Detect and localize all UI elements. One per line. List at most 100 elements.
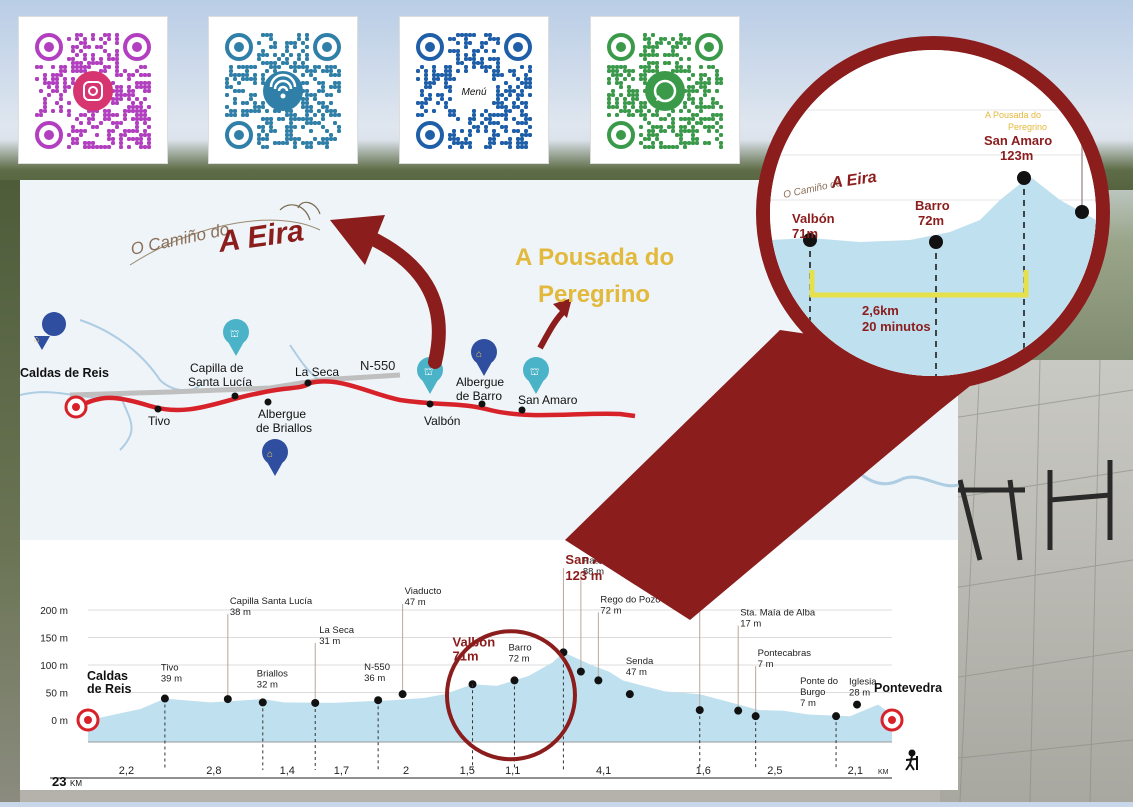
svg-text:⌂: ⌂: [267, 449, 273, 460]
segment-distance: 1,4: [280, 765, 295, 777]
label-caldas: Caldas de Reis: [20, 366, 109, 380]
arrow-to-pousada: [537, 307, 568, 350]
start-label-2: de Reis: [87, 682, 132, 696]
label-sanamaro: San Amaro: [518, 393, 578, 407]
profile-point: [695, 706, 704, 715]
road-label: N-550: [360, 358, 395, 373]
qr-finder: [123, 33, 151, 61]
zoom-pousada-1: A Pousada do: [985, 110, 1041, 120]
qr-finder: [607, 33, 635, 61]
label-briallos-1: Albergue: [258, 407, 306, 421]
point-name: Capilla Santa Lucía: [230, 596, 313, 607]
qr-finder: [225, 33, 253, 61]
segment-distance: 1,6: [696, 765, 711, 777]
start-marker: [64, 395, 88, 419]
pin-church-capilla: ⛫: [223, 319, 249, 356]
segment-distance: 2,1: [848, 765, 863, 777]
qr-finder: [416, 33, 444, 61]
qr-finder: [607, 121, 635, 149]
svg-text:⌂: ⌂: [476, 349, 482, 360]
start-label-1: Caldas: [87, 669, 128, 683]
point-name: San Caetano: [702, 557, 757, 568]
point-alt: 36 m: [364, 673, 385, 684]
qr-wifi[interactable]: [208, 16, 358, 164]
point-name: Tivo: [161, 663, 179, 674]
point-alt: 32 m: [257, 679, 278, 690]
point-name: Briallos: [257, 668, 288, 679]
zoom-pousada-2: Peregrino: [1008, 122, 1047, 132]
profile-point: [258, 698, 267, 707]
point-alt: 28 m: [849, 688, 870, 699]
zoom-time: 20 minutos: [862, 319, 931, 334]
y-tick-label: 200 m: [40, 606, 68, 617]
zoom-profile-area: [770, 178, 1096, 376]
arrow-to-logo: [358, 228, 446, 369]
profile-point: [576, 667, 585, 676]
pin-church-sanamaro: ⛫: [523, 357, 549, 394]
logo-name: A Eira: [215, 214, 305, 259]
pin-albergue-briallos: ⌂: [262, 439, 288, 476]
zoom-valbon-name: Valbón: [792, 211, 835, 226]
segment-distance: 2,5: [767, 765, 782, 777]
profile-point: [625, 690, 634, 699]
qr-instagram[interactable]: [18, 16, 168, 164]
segment-distance: 2,2: [119, 765, 134, 777]
profile-point: [510, 676, 519, 685]
dot-laseca: [304, 379, 312, 387]
qr-menu-label: Menú: [461, 87, 486, 98]
dot-briallos: [264, 398, 272, 406]
zoom-barro-alt: 72m: [918, 213, 944, 228]
highlight-circle: [444, 629, 577, 762]
eira-logo: O Camiño do A Eira: [129, 201, 321, 266]
instagram-icon: [73, 71, 113, 111]
whatsapp-icon: [645, 71, 685, 111]
segment-distance: 1,1: [505, 765, 520, 777]
point-alt: 47 m: [626, 667, 647, 678]
profile-point: [751, 712, 760, 721]
point-alt: 38 m: [230, 607, 251, 618]
point-name: Barro: [508, 642, 531, 653]
point-alt: 72 m: [600, 605, 621, 616]
qr-modules: [35, 33, 151, 149]
zoom-distance: 2,6km: [862, 303, 899, 318]
label-tivo: Tivo: [148, 414, 171, 428]
zoom-dot-valbon: [803, 233, 817, 247]
profile-point: [160, 694, 169, 703]
profile-end-marker: [880, 708, 904, 732]
profile-point: [398, 690, 407, 699]
profile-point: [223, 695, 232, 704]
point-name: Viaducto: [405, 586, 442, 597]
point-alt: 17 m: [740, 619, 761, 630]
total-unit: KM: [70, 779, 82, 788]
qr-finder: [35, 33, 63, 61]
point-name: La Seca: [319, 625, 355, 636]
zoom-sanamaro-name: San Amaro: [984, 133, 1052, 148]
pin-albergue-barro: ⌂: [471, 339, 497, 376]
profile-area: [88, 652, 892, 742]
dot-capilla: [231, 392, 239, 400]
label-laseca: La Seca: [295, 365, 339, 379]
segment-distance: 2,8: [206, 765, 221, 777]
sanamaro-name: San Amaro: [565, 552, 633, 567]
segment-distance: 4,1: [596, 765, 611, 777]
profile-point: [374, 696, 383, 705]
svg-text:⌂: ⌂: [34, 334, 39, 344]
qr-menu[interactable]: Menú: [399, 16, 549, 164]
sanamaro-alt: 123 m: [565, 568, 602, 583]
qr-whatsapp[interactable]: [590, 16, 740, 164]
svg-text:⛫: ⛫: [230, 329, 239, 340]
terrace-chairs: [955, 460, 1113, 561]
end-label: Pontevedra: [874, 681, 943, 695]
point-alt: 7 m: [758, 659, 774, 670]
road-n550: [69, 372, 401, 398]
profile-point: [832, 712, 841, 721]
dot-valbon: [426, 400, 434, 408]
point-alt: 7 m: [800, 698, 816, 709]
label-barro-2: de Barro: [456, 389, 502, 403]
zoom-dot-pousada: [1075, 205, 1089, 219]
dot-barro: [478, 400, 486, 408]
pousada-title-2: Peregrino: [538, 281, 650, 308]
profile-point: [311, 698, 320, 707]
end-km-unit: KM: [878, 769, 889, 776]
